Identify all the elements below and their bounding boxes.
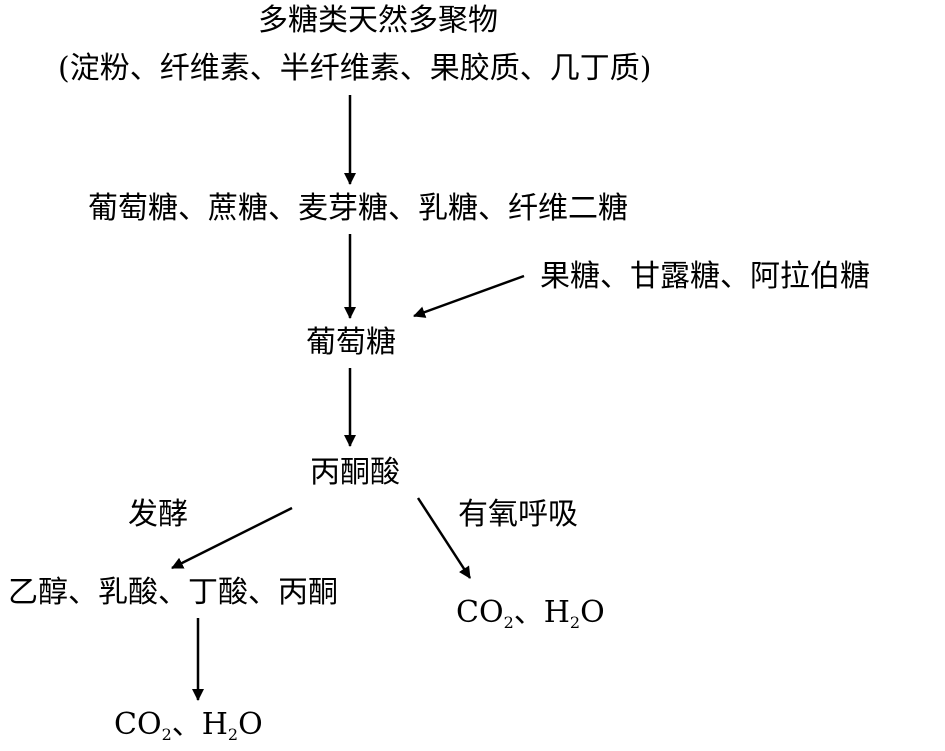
fermentation-products-node: 乙醇、乳酸、丁酸、丙酮 [8,575,338,610]
fermentation-label: 发酵 [128,497,188,532]
pyruvate-node: 丙酮酸 [310,455,400,490]
aerobic-respiration-label: 有氧呼吸 [458,497,578,532]
h-text: 、H [171,707,228,742]
h-text: 、H [513,595,570,630]
polysaccharide-title: 多糖类天然多聚物 [258,3,498,38]
aerobic-products-node: CO2、H2O [456,595,605,631]
final-products-node: CO2、H2O [114,707,263,743]
other-sugars-node: 果糖、甘露糖、阿拉伯糖 [540,259,870,294]
subscript-2: 2 [161,725,172,744]
co-text: CO [114,707,162,742]
o-text: O [238,707,263,742]
arrow-other-sugars-to-glucose [413,274,525,318]
co-text: CO [456,595,504,630]
polysaccharide-examples: (淀粉、纤维素、半纤维素、果胶质、几丁质) [58,51,652,86]
subscript-2: 2 [503,613,514,632]
disaccharides-node: 葡萄糖、蔗糖、麦芽糖、乳糖、纤维二糖 [88,191,628,226]
subscript-2: 2 [227,725,239,744]
arrow-pyruvate-to-fermentation-products [171,506,293,570]
glucose-node: 葡萄糖 [306,325,396,360]
o-text: O [580,595,605,630]
subscript-2: 2 [569,613,581,632]
